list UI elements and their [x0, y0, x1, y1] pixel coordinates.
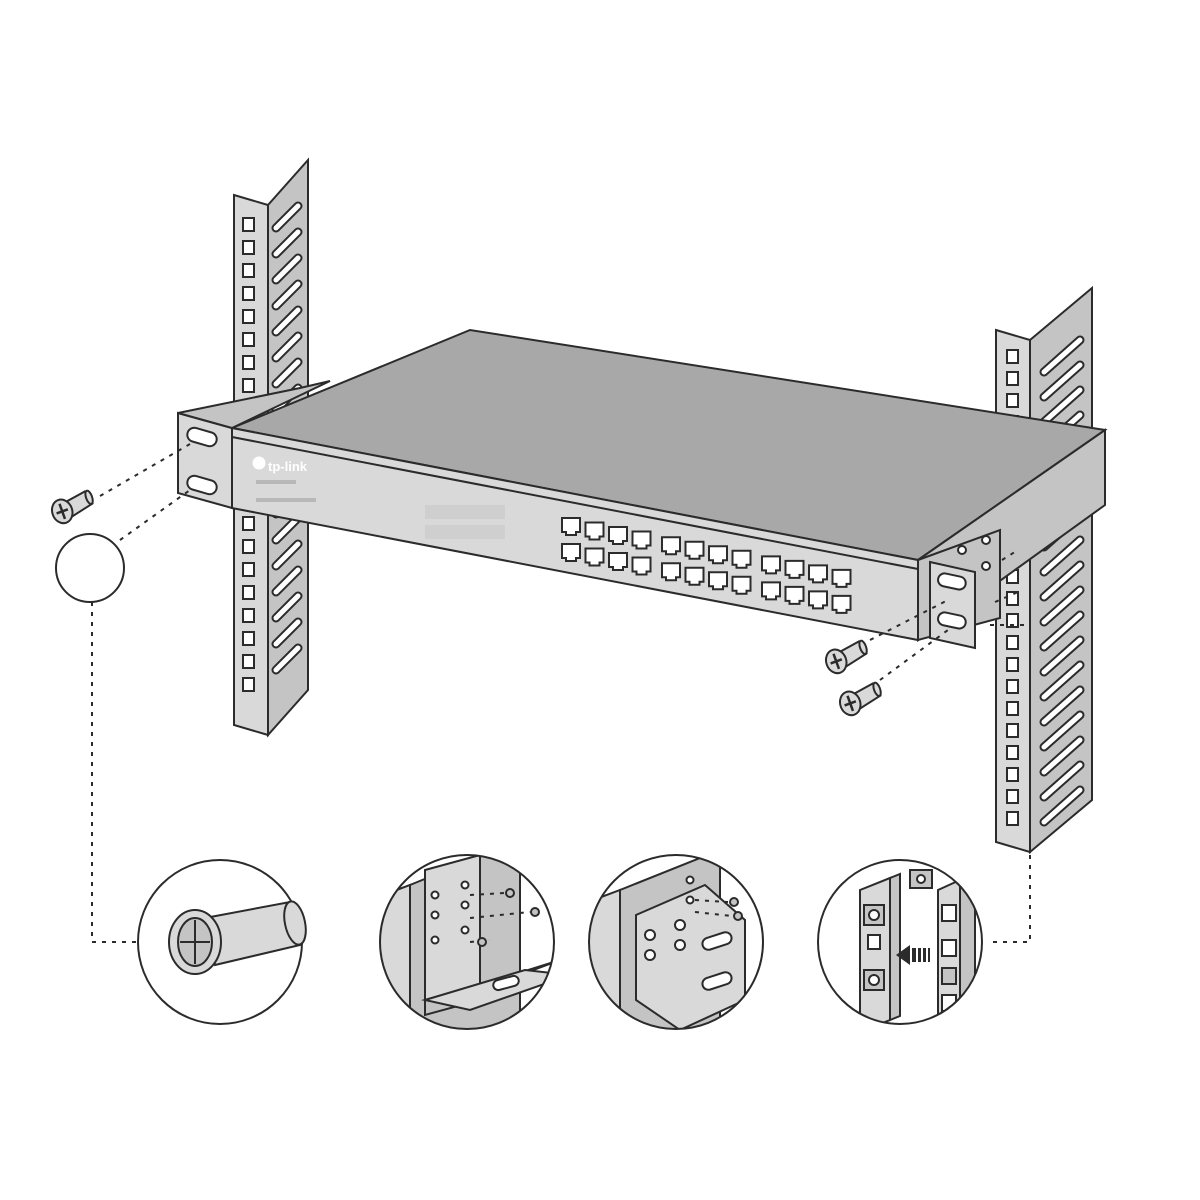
ethernet-port	[584, 547, 605, 567]
rack-hole	[1006, 371, 1019, 386]
rack-hole	[242, 378, 255, 393]
detail-bracket-flat	[588, 854, 764, 1030]
ethernet-port-block	[561, 517, 852, 614]
arrow-icon	[896, 945, 930, 965]
ethernet-port	[631, 530, 652, 550]
rack-hole	[242, 677, 255, 692]
rack-hole	[242, 539, 255, 554]
right-mounting-bracket	[917, 528, 1001, 650]
rack-hole	[242, 631, 255, 646]
rack-hole	[1006, 745, 1019, 760]
left-mounting-bracket	[177, 380, 331, 510]
rack-hole	[242, 332, 255, 347]
ethernet-port	[708, 545, 728, 565]
rack-hole	[1006, 723, 1019, 738]
detail-screw	[137, 859, 307, 1025]
detail-cage-nut	[817, 859, 983, 1025]
ethernet-port	[561, 543, 581, 562]
ethernet-port	[561, 517, 581, 536]
rack-hole	[1006, 349, 1019, 364]
rack-hole	[1006, 767, 1019, 782]
ethernet-port	[631, 556, 652, 576]
ethernet-port	[661, 562, 681, 582]
screw-guide-lines	[99, 443, 1019, 681]
rack-hole	[1006, 701, 1019, 716]
ethernet-port	[731, 575, 752, 595]
rack-hole	[242, 309, 255, 324]
brand-logo: tp-link	[252, 456, 308, 474]
ethernet-port	[831, 594, 852, 614]
rack-hole	[1006, 613, 1019, 628]
rack-hole	[1006, 679, 1019, 694]
rack-hole	[242, 355, 255, 370]
ethernet-port	[708, 571, 728, 591]
ethernet-port	[761, 555, 781, 575]
brand-logo-text: tp-link	[268, 459, 308, 474]
screw-icon	[824, 639, 868, 675]
rack-hole	[242, 585, 255, 600]
detail-connector-lines	[91, 602, 1031, 943]
ethernet-port	[608, 526, 628, 545]
ethernet-port	[808, 590, 828, 610]
detail-bracket-attach	[379, 854, 555, 1030]
rack-hole	[242, 516, 255, 531]
ethernet-port	[684, 540, 705, 560]
screw-icon	[838, 681, 882, 717]
rack-hole	[242, 286, 255, 301]
rack-hole	[1006, 811, 1019, 826]
network-switch: tp-link	[228, 328, 1108, 642]
ethernet-port	[784, 559, 805, 579]
ethernet-port	[584, 521, 605, 541]
screw-icon	[168, 900, 307, 975]
rack-hole	[242, 562, 255, 577]
screw-zoom-circle	[55, 533, 125, 603]
ethernet-port	[661, 536, 681, 556]
rack-hole	[242, 240, 255, 255]
rack-hole	[1006, 393, 1019, 408]
ethernet-port	[731, 549, 752, 569]
rack-hole	[242, 654, 255, 669]
rack-hole	[1006, 635, 1019, 650]
ethernet-port	[608, 552, 628, 571]
rack-hole	[242, 263, 255, 278]
ethernet-port	[761, 581, 781, 601]
rack-hole	[1006, 657, 1019, 672]
rack-hole	[1006, 789, 1019, 804]
rack-hole	[1006, 591, 1019, 606]
ethernet-port	[831, 568, 852, 588]
rack-hole	[242, 608, 255, 623]
ethernet-port	[784, 585, 805, 605]
screw-icon	[50, 489, 94, 525]
ethernet-port	[684, 566, 705, 586]
ethernet-port	[808, 564, 828, 584]
rack-hole	[242, 217, 255, 232]
